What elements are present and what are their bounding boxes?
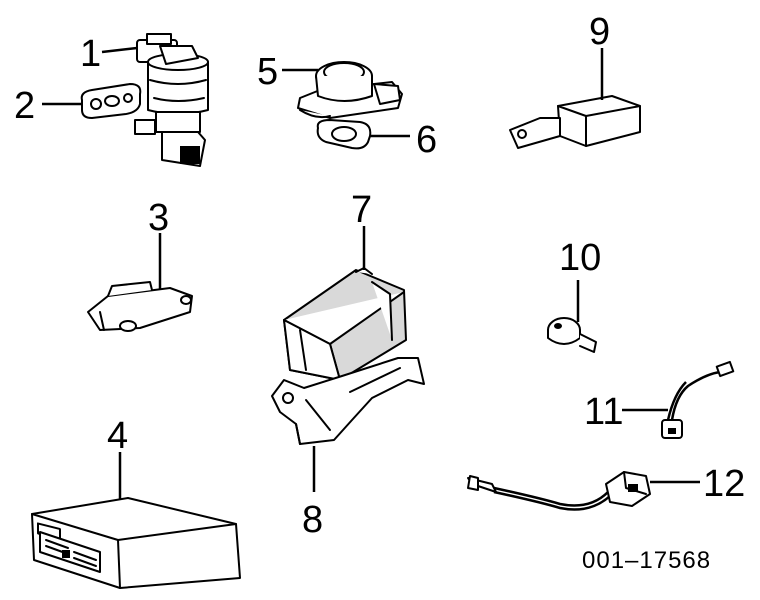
reference-number: 001–17568	[582, 547, 711, 574]
part-8-bracket	[271, 357, 425, 445]
callout-8: 8	[302, 499, 323, 541]
part-11-sensor-lead	[661, 360, 735, 439]
callout-10: 10	[559, 237, 601, 279]
part-10-sensor	[547, 317, 597, 353]
callout-5: 5	[257, 51, 278, 93]
part-12-oxygen-sensor	[467, 471, 651, 511]
part-3-bracket	[87, 281, 193, 332]
leader-lines	[42, 46, 700, 500]
part-1-egr-valve	[134, 33, 209, 167]
callout-7: 7	[351, 189, 372, 231]
callout-12: 12	[703, 463, 745, 505]
part-6-gasket	[316, 119, 372, 150]
part-5-valve-assembly	[297, 61, 403, 119]
callout-11: 11	[584, 391, 623, 433]
part-7-canister	[283, 267, 407, 381]
callout-3: 3	[148, 197, 169, 239]
part-4-control-module	[31, 497, 241, 589]
callout-9: 9	[589, 11, 610, 53]
callout-2: 2	[14, 85, 35, 127]
part-9-module	[509, 95, 641, 149]
callout-4: 4	[107, 415, 128, 457]
callout-1: 1	[80, 33, 101, 75]
callout-6: 6	[416, 119, 437, 161]
part-2-gasket	[80, 83, 142, 119]
